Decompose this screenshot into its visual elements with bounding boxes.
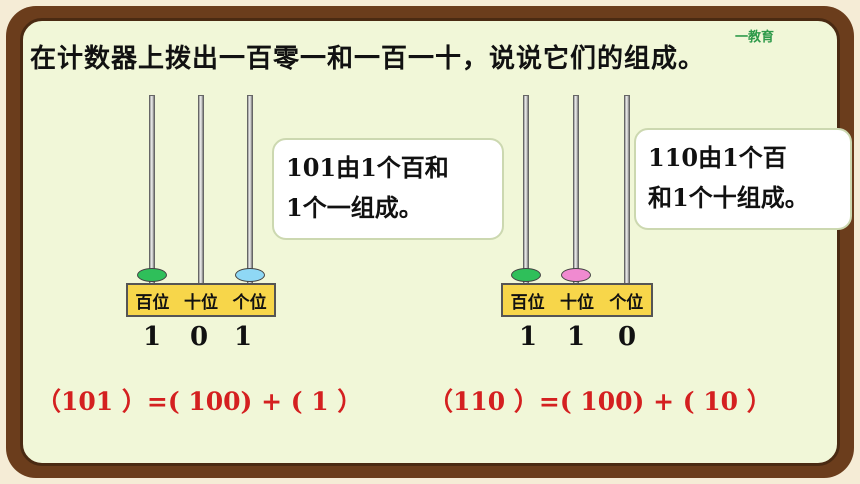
bubble-line-2: 和1个十组成。	[648, 183, 809, 212]
abacus-base: 百位 十位 个位	[126, 283, 276, 317]
digit-ones: 0	[617, 322, 637, 352]
chalkboard	[20, 18, 840, 466]
digit-tens: 1	[566, 322, 586, 352]
label-hundreds: 百位	[135, 292, 170, 313]
label-hundreds: 百位	[510, 292, 545, 313]
label-ones: 个位	[232, 292, 267, 313]
rod-ones	[247, 95, 253, 285]
abacus-base: 百位 十位 个位	[501, 283, 653, 317]
digit-tens: 0	[189, 322, 209, 352]
rod-hundreds	[523, 95, 529, 285]
equation-right: （110 ）=( 100) + ( 10 ）	[428, 387, 772, 416]
bubble-line-1: 101由1个百和	[286, 153, 449, 182]
label-tens: 十位	[559, 292, 594, 313]
bead-hundreds	[137, 268, 167, 282]
question-title: 在计数器上拨出一百零一和一百一十，说说它们的组成。	[30, 44, 706, 74]
bubble-line-2: 1个一组成。	[286, 193, 423, 222]
equation-left: （101 ）=( 100) + ( 1 ）	[36, 387, 363, 416]
bubble-line-1: 110由1个百	[648, 143, 787, 172]
speech-bubble-right: 110由1个百 和1个十组成。	[634, 128, 852, 230]
bead-hundreds	[511, 268, 541, 282]
bead-ones	[235, 268, 265, 282]
rod-ones	[624, 95, 630, 285]
brand-logo: 一教育	[735, 30, 775, 45]
rod-hundreds	[149, 95, 155, 285]
label-tens: 十位	[183, 292, 218, 313]
speech-bubble-left: 101由1个百和 1个一组成。	[272, 138, 504, 240]
digit-hundreds: 1	[142, 322, 162, 352]
rod-tens	[573, 95, 579, 285]
bead-tens	[561, 268, 591, 282]
digit-ones: 1	[233, 322, 253, 352]
digit-hundreds: 1	[518, 322, 538, 352]
label-ones: 个位	[609, 292, 644, 313]
rod-tens	[198, 95, 204, 285]
